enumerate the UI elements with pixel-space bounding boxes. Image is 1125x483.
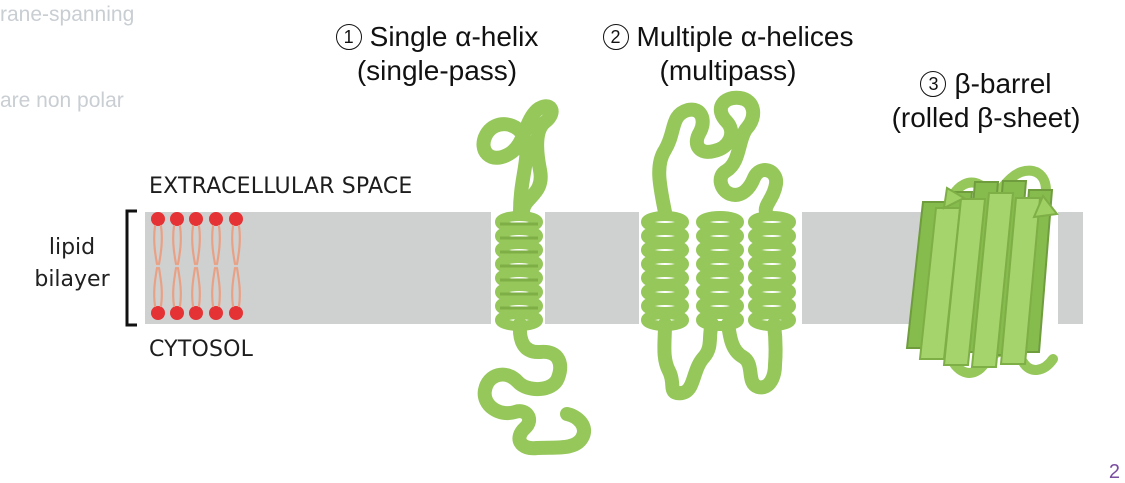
helix-turn	[696, 309, 744, 331]
lipid-bilayer-illustration	[151, 212, 243, 320]
lower-lipid-tails	[153, 266, 241, 308]
lipid-tail	[172, 224, 178, 266]
ghost-text-top: rane-spanning	[0, 3, 135, 26]
lipid-tail	[153, 266, 159, 308]
multipass-helix-3	[748, 211, 796, 331]
membrane-band-middle-1	[545, 212, 639, 324]
lipid-bilayer-line-2: bilayer	[34, 266, 110, 292]
lipid-tail	[157, 266, 163, 308]
multipass-helix-1	[641, 211, 689, 331]
lipid-head	[229, 212, 243, 226]
title-1-main-text: Single α-helix	[369, 21, 539, 52]
beta-strand-arrow-head	[942, 186, 967, 210]
membrane-band-left	[145, 212, 491, 324]
multipass-helix-2	[696, 211, 744, 331]
lipid-tail	[211, 266, 217, 308]
single-pass-lower-loop	[477, 317, 592, 456]
diagram-title-multiple-alpha-helices: 2 Multiple α-helices (multipass)	[583, 20, 873, 87]
title-3-main-line: 3 β-barrel	[874, 67, 1098, 101]
membrane-band-middle-2	[802, 212, 928, 324]
beta-barrel-top-loops	[943, 165, 1051, 215]
lipid-tail	[231, 266, 237, 308]
single-pass-upper-loop	[476, 99, 559, 219]
single-pass-protein	[476, 99, 592, 456]
extracellular-space-label: EXTRACELLULAR SPACE	[149, 174, 413, 199]
lipid-tail	[176, 224, 182, 266]
helix-turn	[495, 309, 543, 331]
page-number-mark: 2	[1108, 461, 1120, 483]
lipid-tail	[235, 266, 241, 308]
lipid-tail	[235, 224, 241, 266]
title-2-main-line: 2 Multiple α-helices	[583, 20, 873, 54]
lipid-head	[209, 306, 223, 320]
title-2-number: 2	[602, 24, 629, 50]
lipid-tail	[191, 266, 197, 308]
beta-strand-front-3	[970, 192, 1015, 368]
lipid-head	[151, 306, 165, 320]
lipid-tail	[172, 266, 178, 308]
title-3-subtitle: (rolled β-sheet)	[891, 101, 1081, 133]
lipid-tail	[215, 266, 221, 308]
upper-lipid-heads	[151, 212, 243, 226]
title-3-number: 3	[920, 71, 947, 97]
title-2-main-text: Multiple α-helices	[636, 21, 854, 52]
lower-lipid-heads	[151, 306, 243, 320]
beta-barrel-protein	[905, 165, 1059, 378]
lipid-tail	[195, 266, 201, 308]
lipid-tail	[231, 224, 237, 266]
diagram-title-beta-barrel: 3 β-barrel (rolled β-sheet)	[874, 67, 1098, 134]
lipid-head	[170, 212, 184, 226]
lipid-tail	[195, 224, 201, 266]
lipid-head	[151, 212, 165, 226]
helix-turn	[641, 309, 689, 331]
multipass-lower-loops	[657, 317, 783, 401]
multipass-protein	[641, 90, 796, 401]
lipid-head	[209, 212, 223, 226]
lipid-tail	[211, 224, 217, 266]
multipass-upper-loops	[652, 90, 784, 219]
lipid-tail	[215, 224, 221, 266]
title-1-subtitle: (single-pass)	[356, 54, 518, 86]
title-1-main-line: 1 Single α-helix	[322, 20, 552, 54]
lipid-tail	[191, 224, 197, 266]
lipid-bilayer-line-1: lipid	[48, 235, 96, 260]
single-pass-helix-shadow	[500, 222, 538, 310]
lipid-bilayer-label: lipid bilayer	[26, 232, 118, 296]
title-3-main-text: β-barrel	[954, 68, 1052, 99]
lipid-head	[229, 306, 243, 320]
lipid-head	[189, 306, 203, 320]
lipid-head	[170, 306, 184, 320]
helix-turn	[748, 309, 796, 331]
single-pass-helix	[495, 211, 543, 331]
membrane-bands	[145, 212, 1083, 324]
lipid-tail	[153, 224, 159, 266]
title-2-subtitle: (multipass)	[659, 54, 797, 86]
lipid-head	[189, 212, 203, 226]
ghost-text-middle: are non polar	[0, 89, 124, 112]
lipid-tail	[176, 266, 182, 308]
membrane-band-right	[1058, 212, 1083, 324]
lipid-tail	[157, 224, 163, 266]
beta-strand-front-2	[942, 198, 987, 366]
lipid-bilayer-bracket	[125, 209, 137, 327]
beta-strand-front-4	[999, 197, 1042, 365]
diagram-title-single-alpha-helix: 1 Single α-helix (single-pass)	[322, 20, 552, 87]
title-1-number: 1	[335, 24, 362, 50]
upper-lipid-tails	[153, 224, 241, 266]
cytosol-label: CYTOSOL	[149, 337, 254, 362]
beta-strand-arrow-head	[1032, 194, 1059, 219]
